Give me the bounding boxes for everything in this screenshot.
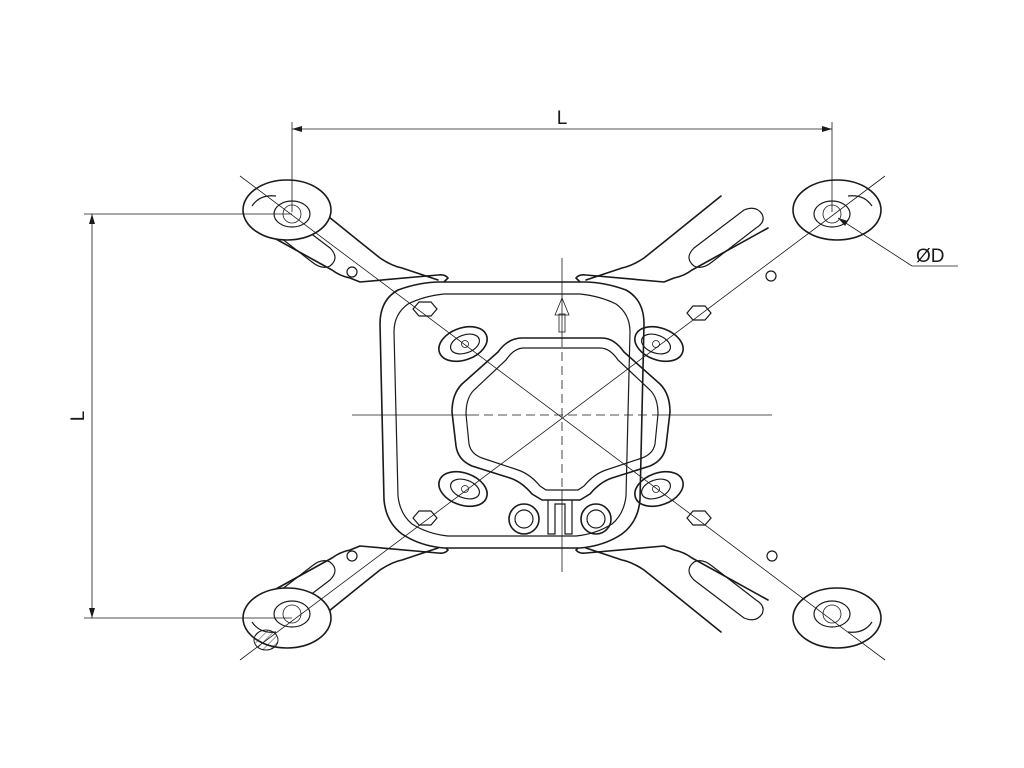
dimension-diameter-label: ØD	[916, 246, 945, 267]
slot-bottom-right	[634, 470, 684, 508]
dimension-width: L	[291, 108, 833, 212]
bottom-rings	[508, 500, 612, 535]
slot-top-left	[438, 325, 488, 363]
hex-nut-top-right	[686, 305, 712, 321]
lug-bottom-left	[242, 587, 332, 651]
dimension-height-label: L	[68, 411, 89, 422]
arm-top-right	[575, 195, 777, 331]
central-cutout	[451, 337, 671, 501]
dimension-diameter: ØD	[837, 217, 958, 267]
lug-bottom-right	[792, 587, 882, 649]
dimension-width-label: L	[557, 108, 568, 129]
hex-nut-top-left	[412, 301, 438, 317]
lug-top-left	[242, 179, 332, 241]
center-lines	[239, 175, 886, 661]
dimension-height: L	[68, 213, 292, 619]
hex-nut-bottom-left	[412, 510, 438, 526]
arm-bottom-right	[575, 497, 778, 633]
hex-nut-bottom-right	[686, 510, 712, 526]
